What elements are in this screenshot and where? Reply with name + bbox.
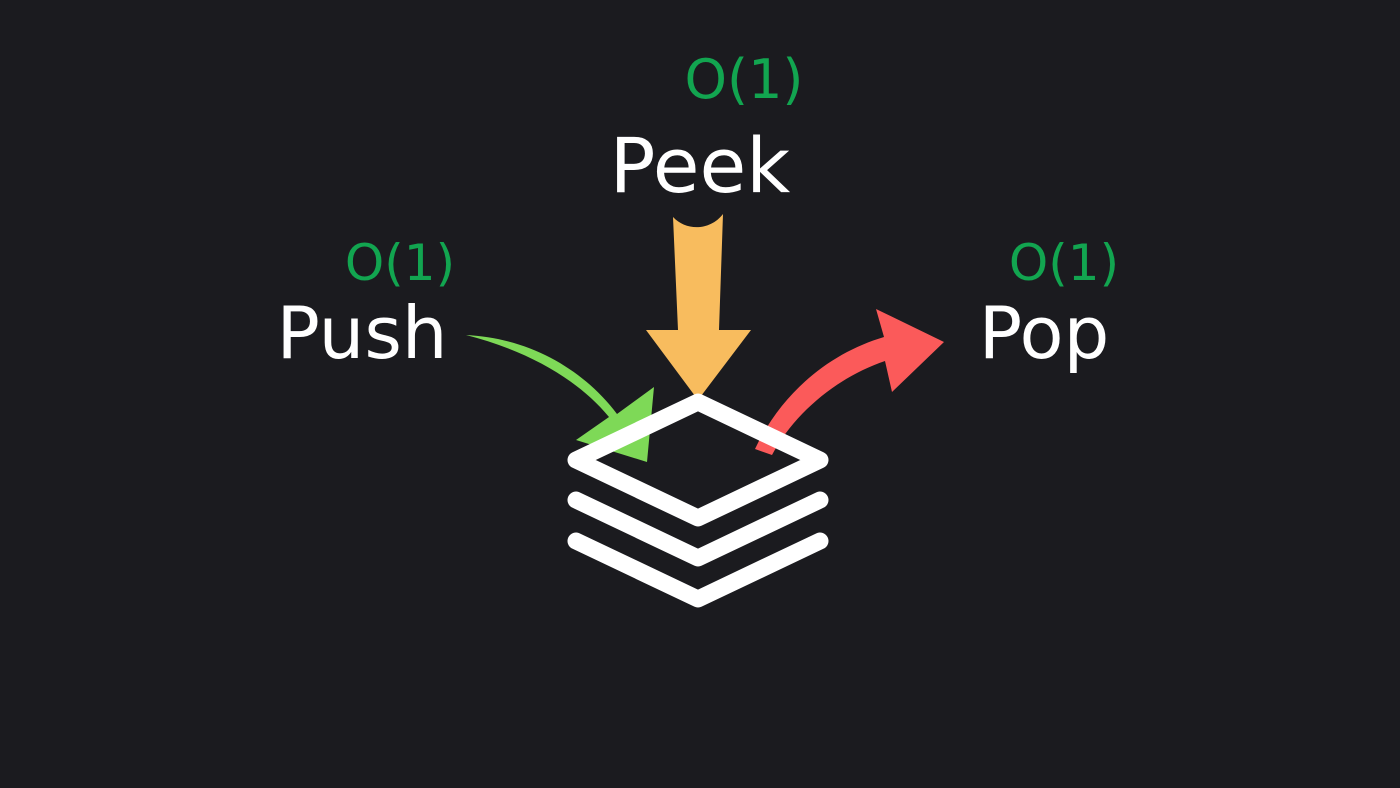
peek-arrow-icon [646, 214, 751, 400]
pop-operation-label: Pop [979, 291, 1110, 375]
push-arrow-group [466, 335, 654, 462]
push-operation-label: Push [277, 291, 448, 375]
push-complexity-label: O(1) [345, 234, 455, 292]
peek-operation-label: Peek [610, 121, 791, 210]
stack-top-diamond [567, 393, 829, 527]
pop-arrow-group [755, 309, 944, 455]
stack-chevron-middle [567, 491, 829, 567]
pop-arrow-icon [755, 309, 944, 455]
pop-complexity-label: O(1) [1009, 234, 1119, 292]
stack-chevron-bottom [567, 532, 829, 608]
peek-complexity-label: O(1) [685, 48, 804, 111]
push-arrow-icon [466, 335, 654, 462]
peek-arrow-group [646, 214, 751, 400]
layered-stack-icon [567, 393, 829, 608]
